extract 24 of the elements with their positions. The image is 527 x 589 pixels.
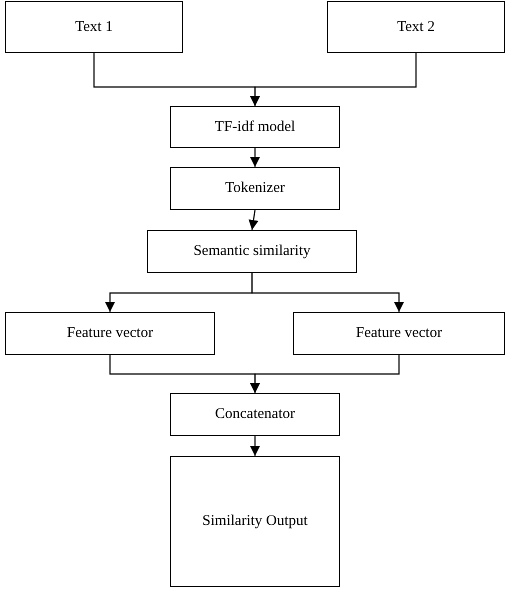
node-label: TF-idf model bbox=[214, 118, 296, 137]
node-label: Feature vector bbox=[356, 324, 442, 344]
process-box bbox=[5, 312, 215, 355]
node-label: Tokenizer bbox=[225, 179, 285, 198]
arrow bbox=[251, 273, 404, 312]
process-box bbox=[147, 230, 357, 273]
process-box bbox=[170, 456, 340, 587]
node-label: Semantic similarity bbox=[193, 242, 311, 262]
arrow bbox=[250, 148, 260, 167]
process-box bbox=[170, 106, 340, 148]
arrow bbox=[250, 355, 400, 393]
node-label: Text 1 bbox=[75, 18, 113, 37]
process-box bbox=[5, 1, 183, 53]
process-box bbox=[293, 312, 505, 355]
node-label: Similarity Output bbox=[202, 512, 308, 532]
arrow bbox=[250, 436, 260, 456]
node-label: Concatenator bbox=[215, 405, 295, 424]
process-box bbox=[170, 167, 340, 210]
arrow bbox=[248, 210, 258, 230]
node-label: Text 2 bbox=[397, 18, 435, 37]
node-label: Feature vector bbox=[66, 324, 154, 344]
arrow bbox=[250, 53, 417, 106]
process-box bbox=[170, 393, 340, 436]
process-box bbox=[327, 1, 505, 53]
